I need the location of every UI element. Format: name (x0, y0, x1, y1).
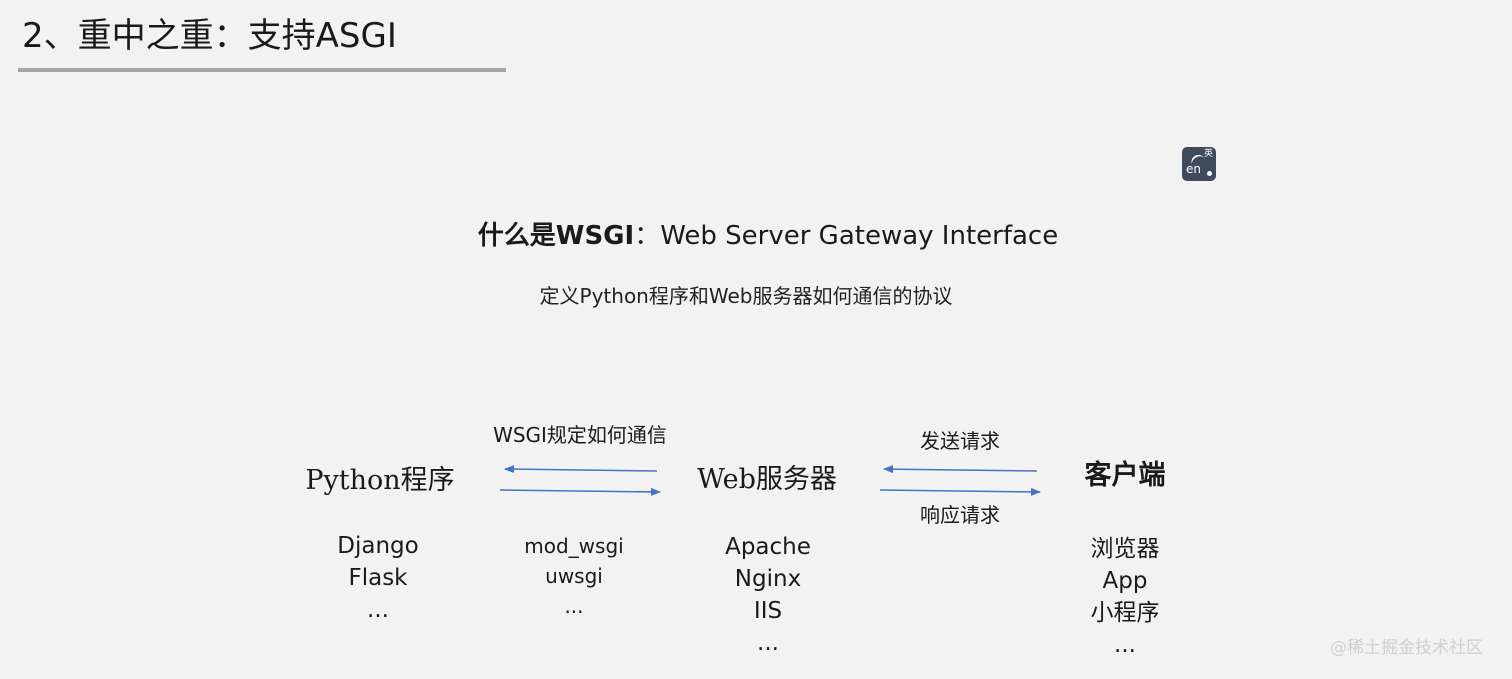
translate-button[interactable]: en 英 (1182, 147, 1216, 181)
node-python-title: Python程序 (305, 465, 455, 496)
list-item: Flask (348, 565, 408, 591)
translate-zh-label: 英 (1203, 149, 1213, 159)
arrow-python-to-webserver (499, 487, 661, 496)
list-item: Django (337, 533, 419, 559)
wsgi-definition-text: 定义Python程序和Web服务器如何通信的协议 (539, 284, 953, 308)
wsgi-heading-bold: 什么是WSGI (477, 221, 635, 251)
list-item: ... (564, 594, 584, 618)
web-servers-list: Apache Nginx IIS ... (688, 531, 848, 659)
list-item: uwsgi (545, 564, 603, 588)
wsgi-heading: 什么是WSGI：Web Server Gateway Interface (0, 216, 1512, 256)
node-webserver-title: Web服务器 (697, 464, 837, 495)
node-client-title: 客户端 (1084, 460, 1166, 491)
list-item: IIS (753, 598, 783, 624)
wsgi-definition: 定义Python程序和Web服务器如何通信的协议 (0, 281, 1512, 311)
slide-title: 2、重中之重：支持ASGI (22, 16, 397, 56)
clients-list: 浏览器 App 小程序 ... (1045, 533, 1205, 661)
wsgi-heading-rest: ：Web Server Gateway Interface (634, 221, 1059, 251)
list-item: App (1102, 568, 1148, 594)
watermark: @稀土掘金技术社区 (1330, 638, 1483, 658)
arrow-client-to-webserver (883, 465, 1038, 474)
list-item: 浏览器 (1090, 536, 1160, 562)
list-item: 小程序 (1090, 600, 1160, 626)
list-item: mod_wsgi (524, 534, 624, 558)
list-item: ... (1114, 632, 1136, 658)
translate-en-label: en (1186, 162, 1201, 176)
arrow-webserver-to-python (504, 465, 658, 474)
edge-label-wsgi: WSGI规定如何通信 (493, 423, 667, 447)
arrow-webserver-to-client (879, 487, 1041, 496)
wsgi-implementations-list: mod_wsgi uwsgi ... (494, 531, 654, 621)
list-item: Nginx (734, 566, 802, 592)
title-underline (18, 68, 506, 72)
edge-label-response: 响应请求 (920, 503, 1000, 527)
list-item: Apache (725, 534, 811, 560)
translate-dot-icon (1207, 171, 1212, 176)
list-item: ... (367, 597, 389, 623)
python-frameworks-list: Django Flask ... (298, 530, 458, 626)
list-item: ... (757, 630, 779, 656)
edge-label-send-request: 发送请求 (920, 429, 1000, 453)
